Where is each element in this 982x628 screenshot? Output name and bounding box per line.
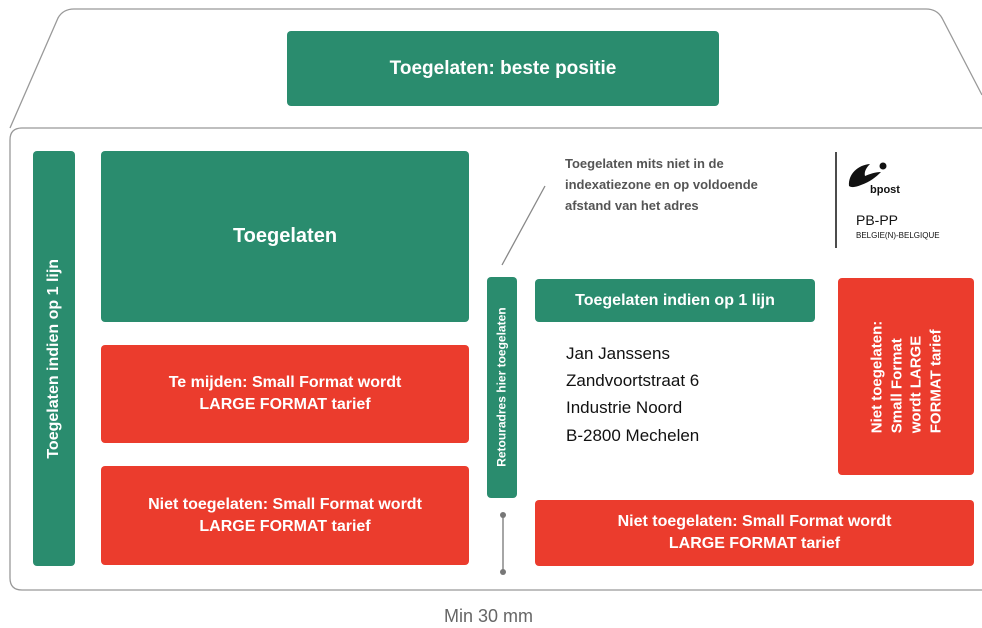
not-allowed-right-line-1: Niet toegelaten:	[867, 320, 885, 433]
address-name: Jan Janssens	[566, 344, 670, 363]
not-allowed-left-line-2: LARGE FORMAT tarief	[199, 517, 371, 535]
not-allowed-right-text: Niet toegelaten: Small Format wordt LARG…	[867, 320, 945, 433]
allowed-note-line-2: indexatiezone en op voldoende	[565, 176, 758, 192]
allowed-note: Toegelaten mits niet in de indexatiezone…	[565, 154, 758, 216]
address-city: B-2800 Mechelen	[566, 425, 700, 445]
left-vertical-zone: Toegelaten indien op 1 lijn	[33, 151, 75, 566]
not-allowed-bottom-line-2: LARGE FORMAT tarief	[668, 535, 841, 552]
address-street: Zandvoortstraat 6	[566, 371, 700, 391]
stamp-brand: bpost	[870, 184, 900, 196]
not-allowed-bottom-zone: Niet toegelaten: Small Format wordt LARG…	[535, 500, 974, 566]
address-line-label: Toegelaten indien op 1 lijn	[575, 291, 775, 309]
return-address-label: Retouradres hier toegelaten	[494, 307, 509, 468]
top-allowed-zone: Toegelaten: beste positie	[287, 31, 719, 106]
note-pointer-line	[501, 185, 546, 266]
main-allowed-label: Toegelaten	[232, 225, 338, 247]
dimension-end-top	[500, 512, 506, 518]
address-area: Industrie Noord	[566, 398, 683, 418]
allowed-note-line-1: Toegelaten mits niet in de	[565, 156, 724, 171]
avoid-line-2: LARGE FORMAT tarief	[199, 396, 371, 413]
bpost-logo-icon	[848, 162, 887, 188]
main-allowed-zone: Toegelaten	[101, 151, 469, 322]
stamp-country: BELGIE(N)-BELGIQUE	[856, 231, 940, 240]
not-allowed-right-zone: Niet toegelaten: Small Format wordt LARG…	[838, 278, 974, 475]
not-allowed-left-line-1: Niet toegelaten: Small Format wordt	[148, 495, 422, 513]
recipient-address: Jan Janssens Zandvoortstraat 6 Industrie…	[566, 340, 699, 449]
stamp-code: PB-PP	[856, 212, 899, 228]
allowed-note-line-3: afstand van het adres	[565, 197, 699, 213]
not-allowed-bottom-line-1: Niet toegelaten: Small Format wordt	[617, 513, 892, 531]
top-allowed-label: Toegelaten: beste positie	[389, 57, 617, 79]
not-allowed-right-line-4: FORMAT tarief	[926, 328, 944, 433]
address-line-zone: Toegelaten indien op 1 lijn	[535, 279, 815, 322]
left-vertical-label: Toegelaten indien op 1 lijn	[45, 258, 63, 459]
avoid-zone: Te mijden: Small Format wordt LARGE FORM…	[101, 345, 469, 443]
not-allowed-left-zone: Niet toegelaten: Small Format wordt LARG…	[101, 466, 469, 565]
dimension-end-bottom	[500, 569, 506, 575]
not-allowed-right-line-2: Small Format	[887, 337, 905, 433]
avoid-line-1: Te mijden: Small Format wordt	[168, 374, 402, 392]
return-address-zone: Retouradres hier toegelaten	[487, 277, 517, 498]
min-distance-label: Min 30 mm	[444, 606, 534, 626]
not-allowed-right-line-3: wordt LARGE	[906, 335, 924, 433]
